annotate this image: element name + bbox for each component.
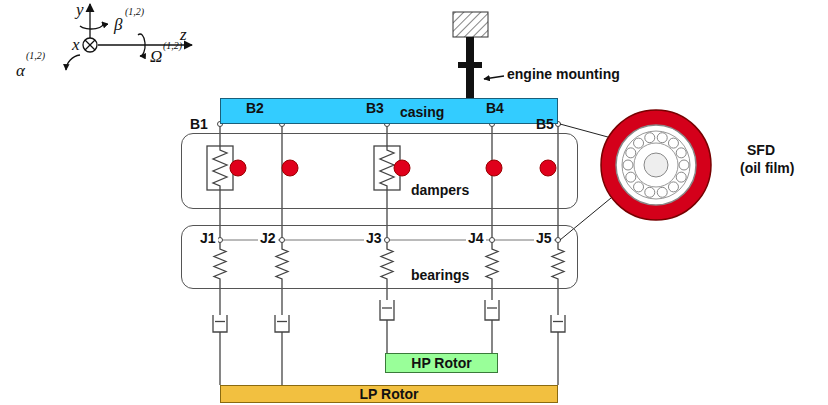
node-label: HP Rotor [411, 355, 471, 371]
rotation-label: α [16, 62, 25, 81]
casing-box: casing [220, 98, 558, 124]
point-label: B2 [246, 101, 264, 116]
damper-group: dampers [181, 133, 578, 209]
node-label: casing [400, 104, 444, 120]
point-label: J2 [258, 231, 278, 246]
part-label: (oil film) [740, 161, 794, 176]
point-label: J5 [534, 231, 554, 246]
wires [220, 124, 558, 385]
engine-mounting [453, 12, 504, 98]
superscript: (1,2) [125, 6, 144, 17]
sfd-bearing [560, 110, 711, 240]
point-label: J1 [198, 231, 218, 246]
point-label: J4 [466, 231, 486, 246]
rotor-box: HP Rotor [385, 353, 498, 373]
point-label: B1 [190, 117, 208, 132]
node-label: dampers [411, 182, 469, 198]
node-label: LP Rotor [360, 386, 419, 402]
point-label: J3 [364, 231, 384, 246]
node-label: bearings [411, 267, 469, 283]
axis-triad [66, 4, 192, 70]
rotation-label: Ω [150, 48, 162, 67]
spring-damper-symbols [207, 122, 565, 333]
rotation-label: β [114, 16, 122, 35]
point-label: B5 [536, 117, 554, 132]
part-label: SFD [747, 143, 775, 158]
superscript: (1,2) [26, 50, 45, 61]
rotor-box: LP Rotor [220, 385, 558, 403]
point-label: B3 [366, 101, 384, 116]
superscript: (1,2) [163, 40, 182, 51]
axis-label: y [76, 1, 84, 20]
axis-label: x [72, 36, 80, 55]
point-label: B4 [486, 101, 504, 116]
part-label: engine mounting [507, 67, 620, 82]
